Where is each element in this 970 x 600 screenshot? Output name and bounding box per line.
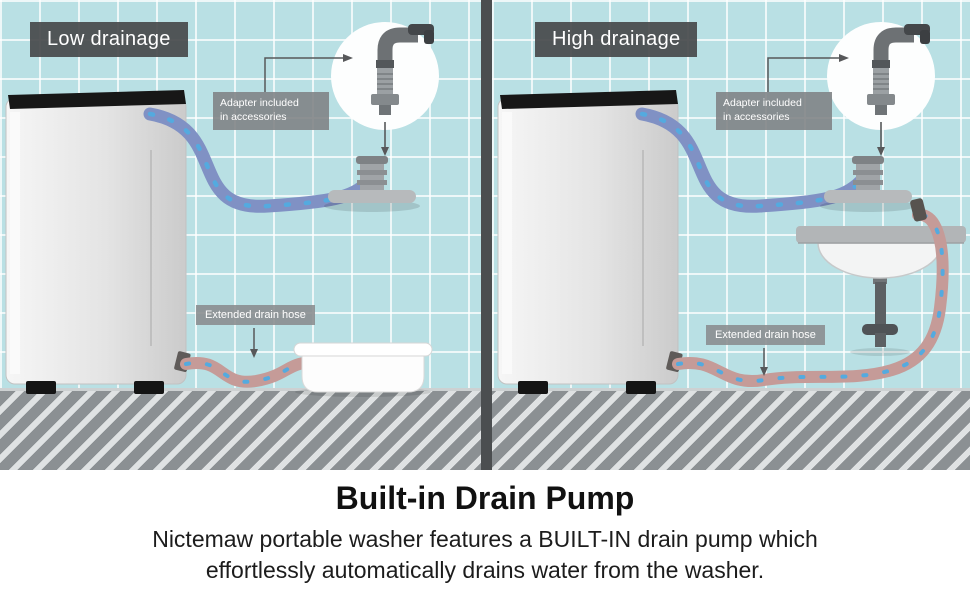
faucet-adapter-detail xyxy=(827,22,935,130)
drain-basin xyxy=(293,342,433,397)
adapter-pointer-arrow xyxy=(877,122,885,156)
low-drainage-illustration xyxy=(5,22,439,397)
adapter-note-line1: Adapter included xyxy=(723,97,802,109)
adapter-note-arrow xyxy=(767,54,849,92)
adapter-note: Adapter included in accessories xyxy=(213,92,329,130)
caption-line2: effortlessly automatically drains water … xyxy=(205,557,765,584)
panel-title-low-drainage: Low drainage xyxy=(30,22,188,57)
adapter-note-arrow xyxy=(264,54,353,92)
extended-drain-hose xyxy=(174,351,324,388)
extended-drain-hose xyxy=(666,198,949,388)
hose-note-arrow xyxy=(250,328,258,358)
extended-drain-hose-note: Extended drain hose xyxy=(196,305,315,325)
adapter-note-line2: in accessories xyxy=(220,110,287,123)
hose-note-arrow xyxy=(760,348,768,376)
high-drainage-illustration xyxy=(497,22,966,394)
washing-machine xyxy=(497,90,679,394)
caption-title: Built-in Drain Pump xyxy=(335,480,635,516)
caption-block: Built-in Drain Pump Nictemaw portable wa… xyxy=(0,470,970,587)
adapter-note-line2: in accessories xyxy=(723,110,790,123)
faucet-mount-bracket xyxy=(820,156,916,212)
adapter-pointer-arrow xyxy=(381,122,389,156)
faucet-mount-bracket xyxy=(324,156,420,212)
adapter-note-line1: Adapter included xyxy=(220,97,299,109)
extended-drain-hose-note: Extended drain hose xyxy=(706,325,825,345)
washing-machine xyxy=(5,90,187,394)
panel-divider xyxy=(481,0,492,470)
faucet-adapter-detail xyxy=(331,22,439,130)
adapter-note: Adapter included in accessories xyxy=(716,92,832,130)
caption-line1: Nictemaw portable washer features a BUIL… xyxy=(152,526,818,552)
panel-title-high-drainage: High drainage xyxy=(535,22,698,57)
illustration-scene: Low drainage High drainage Adapter inclu… xyxy=(0,0,970,470)
